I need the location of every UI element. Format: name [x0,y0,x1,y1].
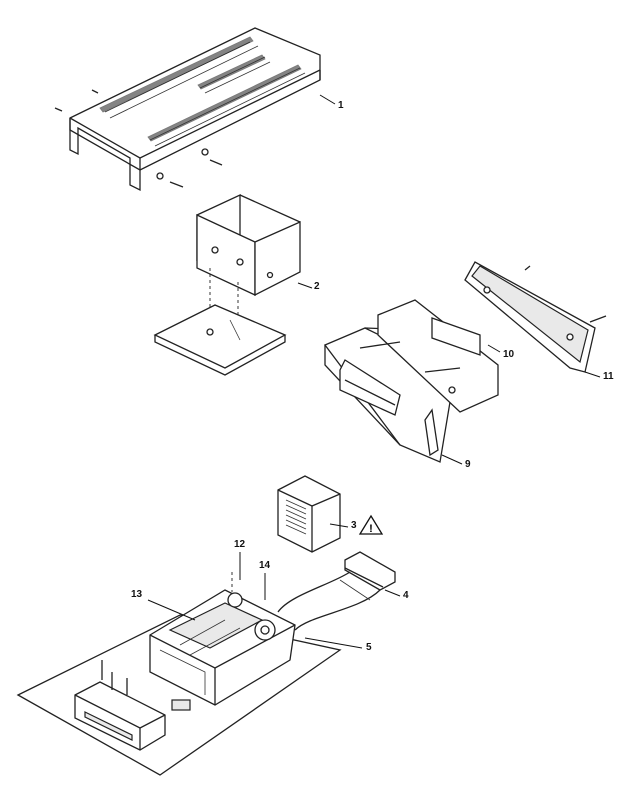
drive-front-bezel [74,660,166,751]
warning-symbol: ! [369,523,373,535]
part-number-2: 2 [314,281,320,292]
connector [344,551,396,591]
part-number-14: 14 [259,560,271,571]
part-number-1: 1 [338,100,344,111]
small-block [171,699,191,711]
part-number-10: 10 [503,349,515,360]
mounting-bracket [196,193,301,340]
base-plate [153,304,287,376]
part-number-13: 13 [131,589,143,600]
drive-mechanism [149,572,296,706]
part-number-11: 11 [603,371,614,382]
inner-panel [359,299,499,413]
ribbon-cable [277,571,381,631]
part-number-5: 5 [366,642,372,653]
top-cover [54,27,321,192]
part-number-9: 9 [465,459,471,470]
part-number-12: 12 [234,539,246,550]
warning-triangle-icon [358,514,384,535]
leader-lines [147,94,601,649]
part-number-3: 3 [351,520,357,531]
part-number-4: 4 [403,590,409,601]
transformer [277,475,341,553]
rear-panel [464,261,607,373]
